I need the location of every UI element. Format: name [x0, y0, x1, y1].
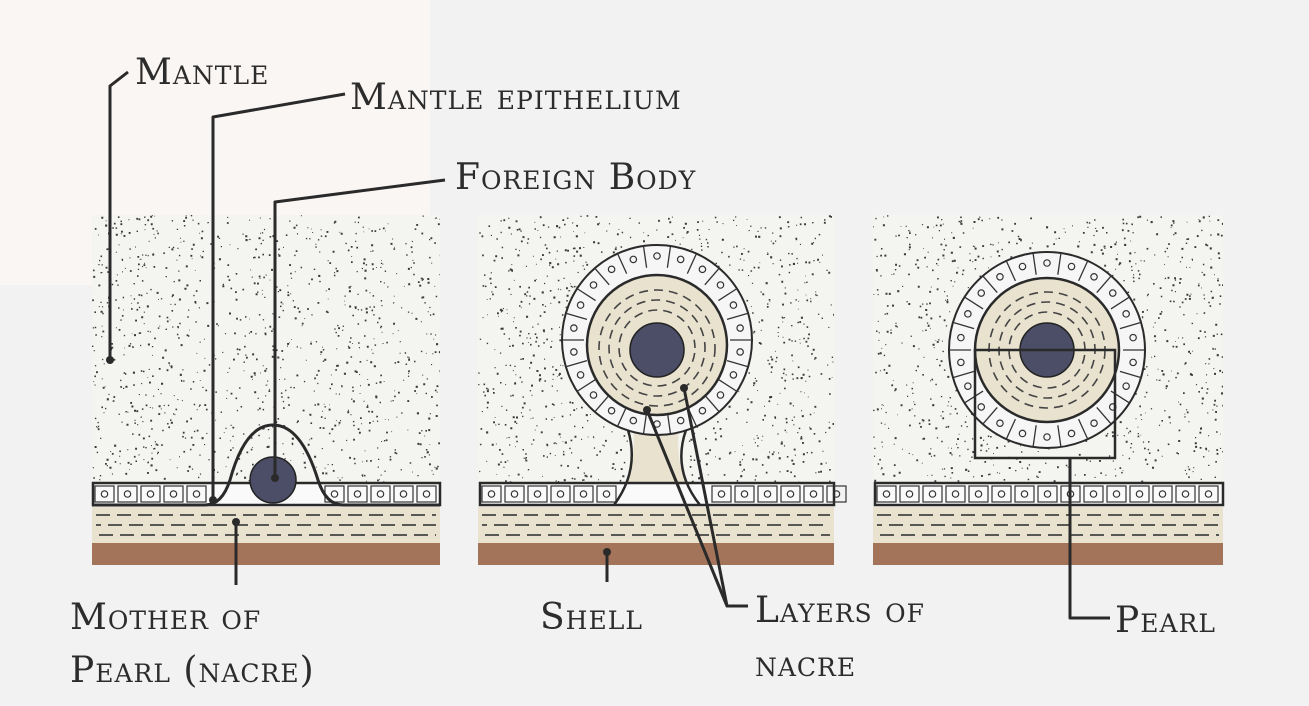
- leader-shell-dot: [603, 548, 611, 556]
- leader-mantle-epithelium-dot: [209, 496, 217, 504]
- epithelium-cells-3: [875, 483, 1223, 505]
- label-layers-of-nacre-line1: Layers of: [755, 588, 925, 635]
- label-mantle-epithelium: Mantle epithelium: [350, 75, 682, 122]
- label-mantle: Mantle: [135, 50, 269, 97]
- epithelium-cells-2: [480, 483, 846, 505]
- label-pearl: Pearl: [1115, 598, 1216, 645]
- shell-3: [873, 543, 1223, 565]
- foreign-body-2: [630, 323, 684, 377]
- panel-2-pearl-sac: [478, 215, 846, 565]
- panel-3-pearl: [873, 215, 1224, 565]
- label-mother-of-pearl-line2: Pearl (nacre): [70, 648, 315, 695]
- label-mother-of-pearl-line1: Mother of: [70, 595, 261, 642]
- mantle-tissue-1: [92, 215, 440, 483]
- leader-mother-of-pearl-dot: [232, 518, 240, 526]
- leader-foreign-body-dot: [271, 474, 279, 482]
- shell-2: [478, 543, 834, 565]
- label-shell: Shell: [540, 595, 643, 642]
- leader-layers-dot-b: [680, 384, 688, 392]
- leader-layers-dot-a: [643, 406, 651, 414]
- leader-mantle-dot: [106, 356, 114, 364]
- label-layers-of-nacre-line2: nacre: [755, 642, 856, 689]
- label-foreign-body: Foreign Body: [455, 155, 696, 202]
- shell-1: [92, 543, 440, 565]
- panel-1-initial-intrusion: [92, 215, 442, 565]
